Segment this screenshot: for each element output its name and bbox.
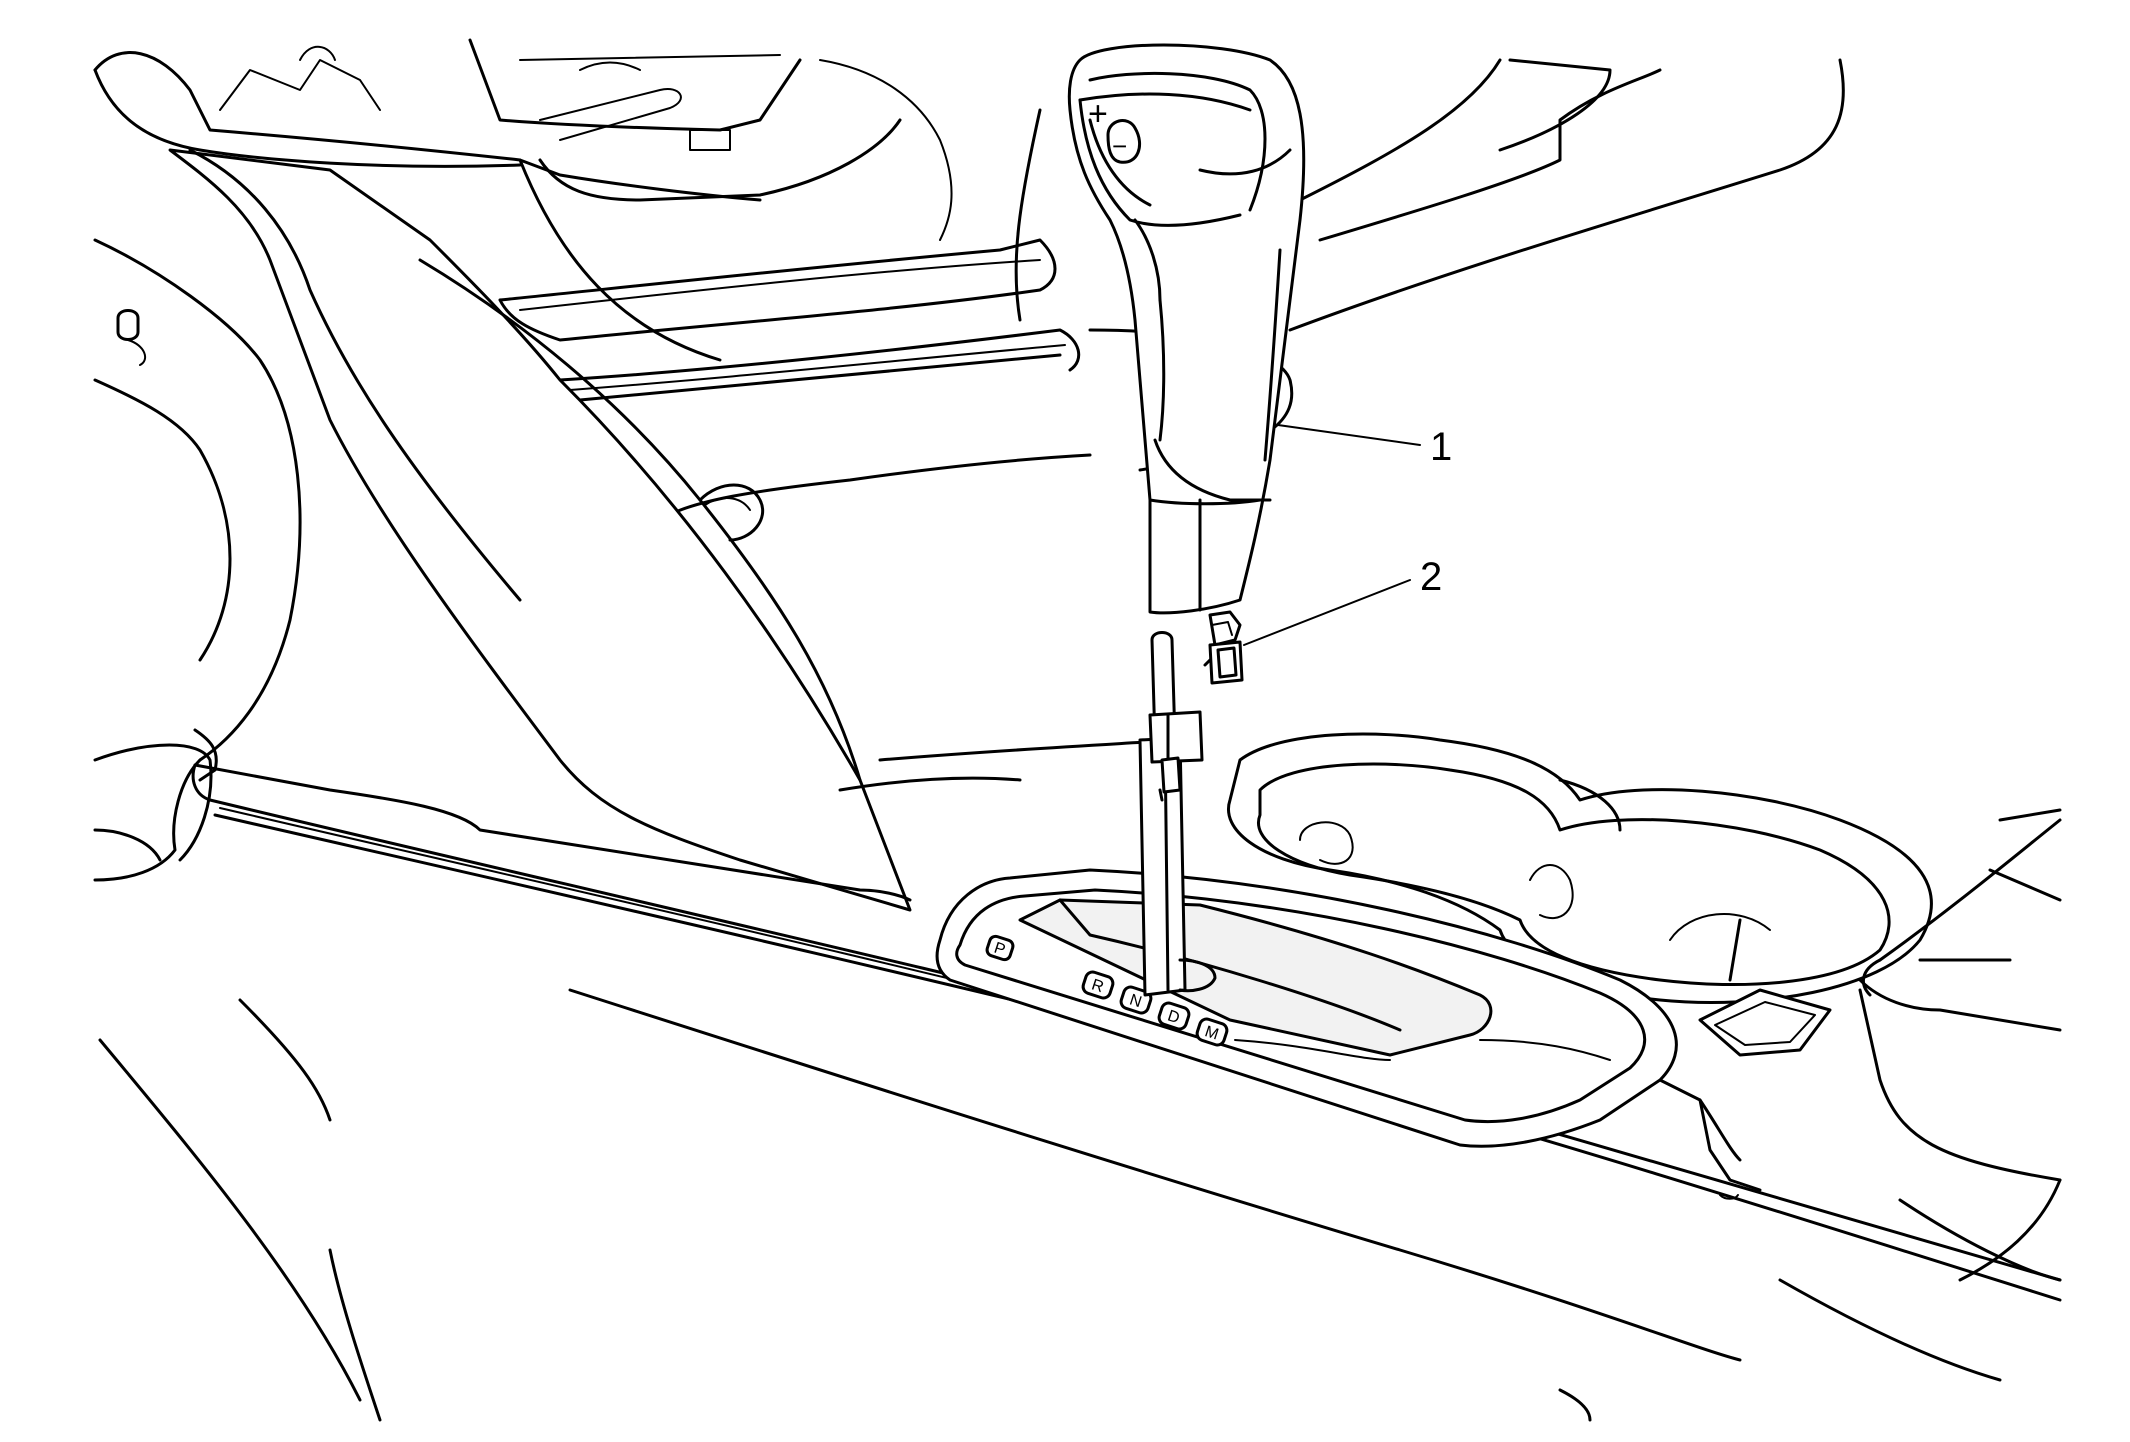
- gear-letter-d: D: [1165, 1008, 1181, 1028]
- retaining-clip: [1203, 640, 1244, 685]
- gear-letter-m: M: [1203, 1023, 1221, 1043]
- left-door-panel: [93, 238, 302, 882]
- callout-2: 2: [1243, 555, 1442, 646]
- knob-minus-symbol: −: [1112, 131, 1127, 161]
- armrest: [1858, 808, 2062, 1182]
- shift-gate-bezel: [935, 868, 1678, 1148]
- gear-letter-r: R: [1089, 977, 1105, 997]
- dashboard-upper: [93, 38, 1845, 332]
- gear-letter-n: N: [1127, 992, 1143, 1012]
- callout-1-leader: [1277, 424, 1421, 446]
- callout-2-leader: [1243, 579, 1411, 646]
- console-side-trim: [168, 148, 912, 912]
- console-switch: [1698, 988, 1832, 1057]
- shift-lever-shaft: [1138, 631, 1217, 997]
- callout-1-label: 1: [1430, 425, 1452, 469]
- knob-plus-symbol: +: [1088, 95, 1108, 133]
- callout-2-label: 2: [1420, 555, 1442, 599]
- cup-holders: [1227, 732, 2012, 1004]
- gear-indicator: P R N D M: [985, 934, 1229, 1047]
- shift-knob: + −: [1067, 43, 1306, 647]
- callout-1: 1: [1277, 424, 1452, 469]
- console-lower: [98, 988, 2062, 1422]
- gear-letter-p: P: [992, 940, 1007, 959]
